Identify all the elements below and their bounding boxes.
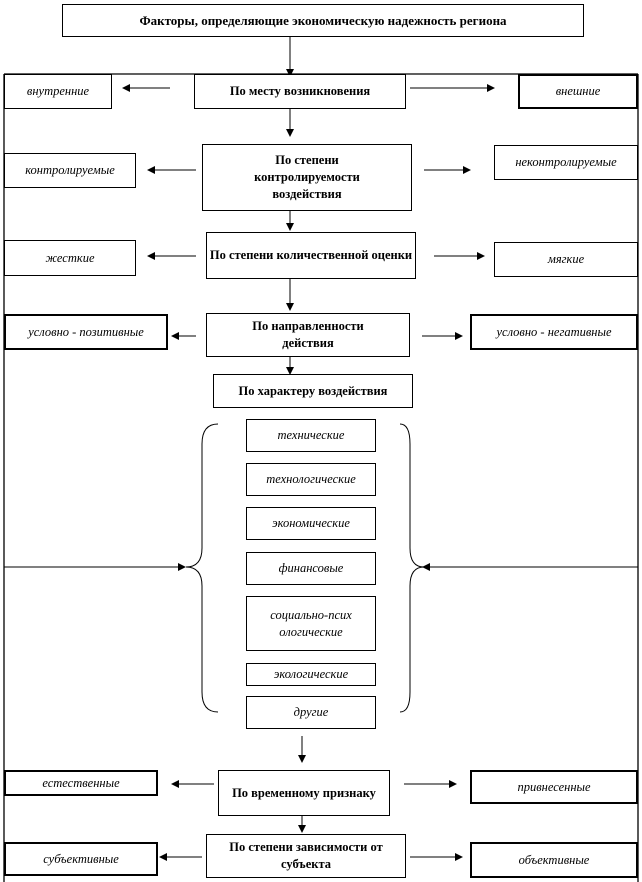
- criterion-direction-text: По направленности действия: [252, 319, 364, 350]
- left-direction: условно - позитивные: [4, 314, 168, 350]
- left-quantitative-text: жесткие: [45, 250, 95, 265]
- left-controllability-text: контролируемые: [25, 163, 115, 177]
- criterion-subject: По степени зависимости от субъекта: [206, 834, 406, 878]
- type-technological: технологические: [246, 463, 376, 496]
- left-subject-text: субъективные: [43, 851, 119, 866]
- criterion-direction: По направленности действия: [206, 313, 410, 357]
- diagram-title-text: Факторы, определяющие экономическую наде…: [139, 12, 507, 28]
- left-direction-text: условно - позитивные: [28, 324, 144, 339]
- left-controllability: контролируемые: [4, 153, 136, 188]
- diagram-title: Факторы, определяющие экономическую наде…: [62, 4, 584, 37]
- right-direction: условно - негативные: [470, 314, 638, 350]
- type-socio-psychological-text: социально-психологические: [270, 607, 352, 639]
- left-subject: субъективные: [4, 842, 158, 876]
- right-subject: объективные: [470, 842, 638, 878]
- right-controllability-text: неконтролируемые: [515, 155, 617, 169]
- left-temporal: естественные: [4, 770, 158, 796]
- type-economic-text: экономические: [272, 516, 350, 530]
- criterion-controllability-text: По степени контролируемости воздействия: [254, 153, 360, 201]
- right-subject-text: объективные: [518, 852, 590, 867]
- right-origin: внешние: [518, 74, 638, 109]
- left-origin-text: внутренние: [26, 84, 90, 98]
- criterion-character-text: По характеру воздействия: [238, 383, 388, 398]
- type-ecological-text: экологические: [273, 667, 349, 681]
- right-origin-text: внешние: [555, 84, 601, 98]
- right-brace: [399, 423, 425, 713]
- left-origin: внутренние: [4, 74, 112, 109]
- right-temporal: привнесенные: [470, 770, 638, 804]
- type-socio-psychological: социально-психологические: [246, 596, 376, 651]
- left-temporal-text: естественные: [42, 775, 120, 790]
- criterion-quantitative-text: По степени количественной оценки: [209, 248, 413, 262]
- criterion-origin: По месту возникновения: [194, 74, 406, 109]
- right-direction-text: условно - негативные: [496, 324, 612, 339]
- type-financial: финансовые: [246, 552, 376, 585]
- type-technological-text: технологические: [266, 472, 356, 486]
- criterion-temporal-text: По временному признаку: [232, 785, 376, 800]
- left-brace: [185, 423, 219, 713]
- type-financial-text: финансовые: [278, 561, 344, 575]
- type-technical: технические: [246, 419, 376, 452]
- right-controllability: неконтролируемые: [494, 145, 638, 180]
- type-other: другие: [246, 696, 376, 729]
- type-technical-text: технические: [277, 428, 345, 442]
- criterion-temporal: По временному признаку: [218, 770, 390, 816]
- criterion-character: По характеру воздействия: [213, 374, 413, 408]
- criterion-controllability: По степени контролируемости воздействия: [202, 144, 412, 211]
- right-temporal-text: привнесенные: [517, 779, 591, 794]
- type-other-text: другие: [293, 705, 329, 719]
- type-economic: экономические: [246, 507, 376, 540]
- criterion-origin-text: По месту возникновения: [229, 84, 371, 98]
- criterion-quantitative: По степени количественной оценки: [206, 232, 416, 279]
- right-quantitative-text: мягкие: [547, 252, 585, 266]
- criterion-subject-text: По степени зависимости от субъекта: [229, 840, 383, 871]
- left-quantitative: жесткие: [4, 240, 136, 276]
- type-ecological: экологические: [246, 663, 376, 686]
- right-quantitative: мягкие: [494, 242, 638, 277]
